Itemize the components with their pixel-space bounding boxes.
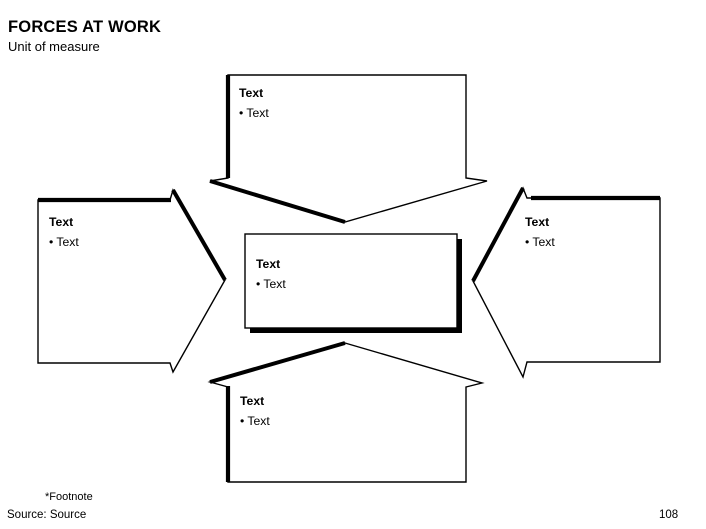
left-arrow-shape: [471, 186, 661, 379]
right-arrow-heading: Text: [525, 215, 550, 229]
left-arrow-label: Text • Text: [49, 215, 79, 249]
slide-title: FORCES AT WORK: [8, 18, 162, 36]
source-line: Source: Source: [7, 509, 87, 521]
left-arrow-thick-diagonal: [471, 187, 525, 282]
left-arrow-heading: Text: [49, 215, 74, 229]
top-arrow-heading: Text: [239, 86, 264, 100]
down-arrow-shape: [209, 74, 488, 224]
footnote: *Footnote: [45, 491, 93, 503]
top-arrow-bullet: • Text: [239, 106, 269, 120]
bottom-arrow-heading: Text: [240, 394, 265, 408]
up-arrow-thick-diagonal: [209, 341, 346, 384]
center-box-bullet: • Text: [256, 277, 286, 291]
top-arrow-label: Text • Text: [239, 86, 269, 120]
center-box-label: Text • Text: [256, 257, 286, 291]
down-arrow-thick-diagonal: [209, 179, 346, 224]
bottom-arrow-label: Text • Text: [240, 394, 270, 428]
page-number: 108: [659, 509, 679, 521]
right-arrow-label: Text • Text: [525, 215, 555, 249]
bottom-arrow-bullet: • Text: [240, 414, 270, 428]
unit-of-measure: Unit of measure: [8, 39, 100, 54]
right-arrow-bullet: • Text: [525, 235, 555, 249]
right-arrow-thick-diagonal: [171, 188, 227, 282]
center-box-face: [244, 233, 458, 329]
center-box-shape: [244, 233, 462, 333]
center-box-heading: Text: [256, 257, 281, 271]
left-arrow-bullet: • Text: [49, 235, 79, 249]
up-arrow-shape: [207, 341, 485, 483]
right-arrow-shape: [37, 188, 227, 374]
